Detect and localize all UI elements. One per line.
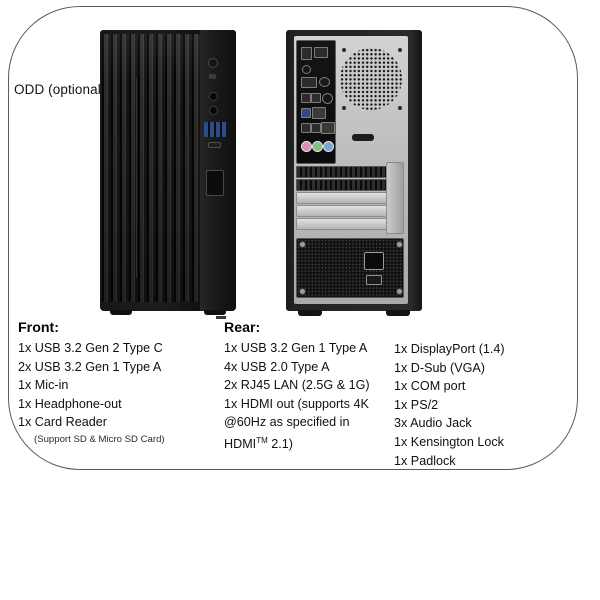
hdmi-version-text: 2.1) [267, 437, 293, 452]
rear-retention-bracket [386, 162, 404, 234]
rear-spec-item: 1x Kensington Lock [394, 434, 504, 449]
front-usb3-ports-icon [204, 122, 226, 137]
serial-com-connector-icon [352, 134, 374, 141]
rear-spec-item: 1x D-Sub (VGA) [394, 360, 485, 375]
rj45-lan-port-icon-1 [312, 107, 326, 119]
rear-foot-left [298, 310, 322, 316]
rear-spec-heading: Rear: [224, 320, 261, 336]
com-port-icon [319, 77, 330, 87]
rear-spec-item: 1x HDMI out (supports 4K [224, 396, 369, 411]
usb2-port-icon-4 [311, 123, 321, 133]
psu-vent-grille [296, 238, 404, 298]
rear-spec-item: 1x PS/2 [394, 397, 439, 412]
rear-spec-column-1: Rear: 1x USB 3.2 Gen 1 Type A 4x USB 2.0… [224, 318, 370, 454]
hdmi-port-icon [314, 47, 328, 58]
rear-spec-item: 1x USB 3.2 Gen 1 Type A [224, 341, 368, 355]
card-reader-opening [216, 316, 226, 319]
front-vent-fins [102, 34, 200, 302]
psu-screw-bottom-left [299, 288, 306, 295]
front-spec-item: 1x Card Reader [18, 415, 107, 430]
front-spec-heading: Front: [18, 320, 59, 336]
front-usb-type-c-port-icon [208, 142, 221, 148]
rear-fan-grille [340, 48, 402, 110]
mic-in-jack-icon [209, 92, 218, 101]
power-button-icon [208, 58, 218, 68]
rear-spec-item: 1x DisplayPort (1.4) [394, 342, 505, 356]
headphone-out-jack-icon [209, 106, 218, 115]
usb3-port-icon [301, 108, 311, 118]
rear-spec-item: 3x Audio Jack [394, 416, 472, 431]
fan-screw-bottom-right [398, 106, 402, 110]
hdmi-text: HDMI [224, 437, 257, 452]
usb2-port-icon-1 [301, 93, 311, 103]
expansion-slot-2 [296, 179, 390, 191]
rear-spec-item: 2x RJ45 LAN (2.5G & 1G) [224, 378, 370, 393]
front-io-panel [200, 30, 236, 319]
front-foot-right [204, 310, 226, 315]
rear-spec-item: 1x Padlock [394, 453, 456, 468]
hdd-led-icon [209, 74, 216, 79]
rear-spec-item: @60Hz as specified in [224, 415, 350, 430]
power-switch-icon [366, 275, 382, 285]
expansion-slot-1 [296, 166, 390, 178]
rear-io-shield [296, 40, 336, 164]
front-spec-item: 2x USB 3.2 Gen 1 Type A [18, 359, 162, 374]
fan-screw-bottom-left [342, 106, 346, 110]
rounded-diagram-frame [8, 6, 578, 470]
front-spec-item: 1x Mic-in [18, 378, 69, 393]
fan-screw-top-left [342, 48, 346, 52]
ps2-port-icon [302, 65, 311, 74]
rear-spec-item: 1x COM port [394, 379, 466, 394]
audio-jack-lineout-icon [312, 141, 323, 152]
expansion-slot-4 [296, 205, 390, 217]
front-spec-item: 1x Headphone-out [18, 396, 122, 411]
rear-tower-image [286, 30, 422, 316]
audio-jack-linein-icon [323, 141, 334, 152]
usb2-port-icon-3 [301, 123, 311, 133]
psu-screw-top-left [299, 241, 306, 248]
front-foot-left [110, 310, 132, 315]
power-socket-icon [364, 252, 384, 270]
card-reader-slot-icon [206, 170, 226, 319]
psu-screw-bottom-right [396, 288, 403, 295]
displayport-port-icon [301, 47, 312, 60]
rear-knob-icon [322, 93, 333, 104]
rj45-lan-port-icon-2 [321, 122, 335, 134]
fan-screw-top-right [398, 48, 402, 52]
rear-spec-item-hdmi-version: HDMITM 2.1) [224, 432, 370, 454]
front-spec-item: 1x USB 3.2 Gen 2 Type C [18, 341, 163, 355]
usb2-port-icon-2 [311, 93, 321, 103]
front-spec-column: Front: 1x USB 3.2 Gen 2 Type C 2x USB 3.… [18, 318, 165, 447]
rear-foot-right [386, 310, 410, 316]
card-reader-support-note: (Support SD & Micro SD Card) [34, 433, 165, 445]
odd-bay-seam [136, 78, 137, 278]
audio-jack-mic-icon [301, 141, 312, 152]
trademark-mark: TM [256, 435, 268, 445]
expansion-slot-3 [296, 192, 390, 204]
front-vent-fins-shading [102, 34, 200, 302]
expansion-slot-5 [296, 218, 390, 230]
rear-spec-item: 4x USB 2.0 Type A [224, 359, 330, 374]
odd-callout-label: ODD (optional) [14, 82, 106, 97]
psu-screw-top-right [396, 241, 403, 248]
front-tower-image [100, 30, 236, 319]
vga-dsub-port-icon [301, 77, 317, 88]
rear-spec-column-2: 1x DisplayPort (1.4) 1x D-Sub (VGA) 1x C… [394, 340, 505, 470]
